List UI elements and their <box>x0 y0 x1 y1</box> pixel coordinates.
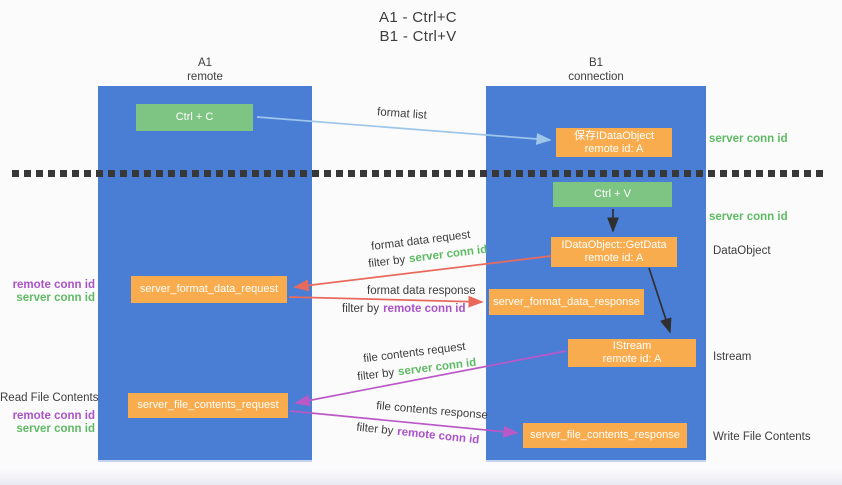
server-format-data-response-label: server_format_data_response <box>493 295 640 308</box>
ctrl-v-node: Ctrl + V <box>553 182 672 207</box>
server-conn-id-right-top: server conn id <box>709 133 788 145</box>
getdata-line1: IDataObject::GetData <box>561 239 667 251</box>
server-file-contents-response-label: server_file_contents_response <box>530 429 680 441</box>
diagram-title: A1 - Ctrl+C B1 - Ctrl+V <box>0 8 836 46</box>
title-line-2: B1 - Ctrl+V <box>379 28 457 45</box>
server-format-data-request-node: server_format_data_request <box>131 276 287 303</box>
server-file-contents-request-label: server_file_contents_request <box>137 399 279 411</box>
read-file-contents-label: Read File Contents <box>0 392 99 404</box>
server-conn-id-left-mid: server conn id <box>16 292 95 304</box>
server-file-contents-response-node: server_file_contents_response <box>523 423 687 448</box>
lane-a1-subtitle: remote <box>187 71 223 83</box>
dotted-separator-line <box>12 170 826 177</box>
istream-line2: remote id: A <box>602 353 662 365</box>
istream-line1: IStream <box>612 340 652 352</box>
ctrl-c-node: Ctrl + C <box>136 104 253 131</box>
lane-a1-name: A1 <box>197 57 213 69</box>
server-conn-id-right-mid: server conn id <box>709 211 788 223</box>
remote-conn-id-text: remote conn id <box>396 425 480 447</box>
lane-header-a1: A1 remote <box>98 56 312 84</box>
filter-prefix: filter by <box>356 366 395 384</box>
remote-conn-id-text: remote conn id <box>383 303 466 315</box>
idataobject-getdata-node: IDataObject::GetData remote id: A <box>551 237 677 267</box>
save-idataobject-line1: 保存IDataObject <box>573 129 655 142</box>
istream-side-label: Istream <box>713 351 752 363</box>
filter-prefix: filter by <box>367 253 406 271</box>
lane-b1-name: B1 <box>588 57 604 69</box>
remote-conn-id-left-mid: remote conn id <box>12 279 95 291</box>
filter-prefix: filter by <box>342 303 380 315</box>
istream-node: IStream remote id: A <box>568 339 696 367</box>
format-list-label: format list <box>376 106 428 122</box>
save-idataobject-line2: remote id: A <box>584 142 644 155</box>
format-data-response-label: format data response <box>367 285 476 297</box>
server-format-data-response-node: server_format_data_response <box>489 289 644 315</box>
lane-header-b1: B1 connection <box>486 56 706 84</box>
server-conn-id-left-bottom: server conn id <box>16 423 95 435</box>
save-idataobject-node: 保存IDataObject remote id: A <box>556 128 672 157</box>
file-contents-response-label: file contents response <box>375 400 489 422</box>
bottom-fade <box>0 469 842 485</box>
title-line-1: A1 - Ctrl+C <box>379 9 457 26</box>
lane-b1-subtitle: connection <box>568 71 624 83</box>
ctrl-v-label: Ctrl + V <box>594 188 631 200</box>
getdata-line2: remote id: A <box>584 252 644 264</box>
ctrl-c-label: Ctrl + C <box>175 111 214 123</box>
server-file-contents-request-node: server_file_contents_request <box>128 393 288 418</box>
remote-conn-id-left-bottom: remote conn id <box>12 410 95 422</box>
filter-prefix: filter by <box>355 421 394 438</box>
write-file-contents-label: Write File Contents <box>713 431 811 443</box>
dataobject-side-label: DataObject <box>713 245 771 257</box>
server-format-data-request-label: server_format_data_request <box>139 283 279 295</box>
